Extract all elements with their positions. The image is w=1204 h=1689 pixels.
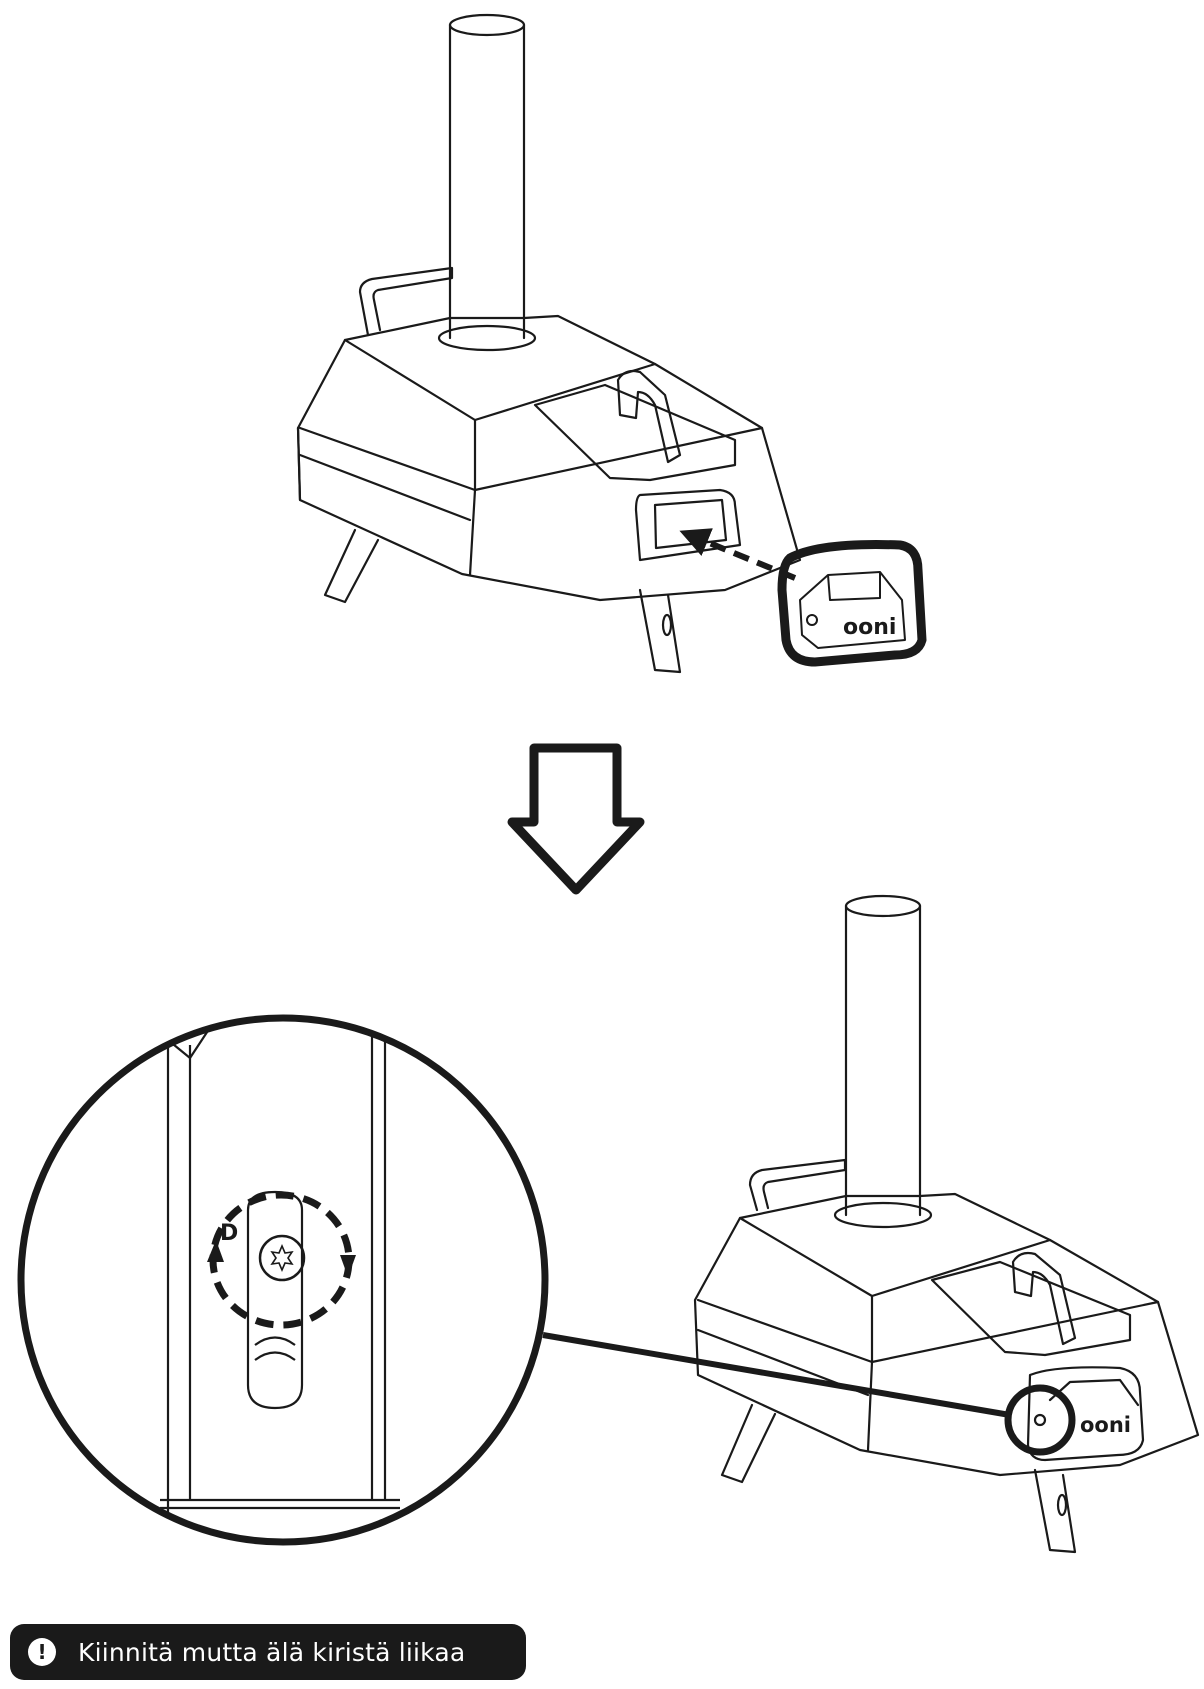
torx-star-icon	[270, 1243, 294, 1273]
rotate-right-arrow-icon	[340, 1255, 356, 1277]
bottom-lid-handle	[1011, 1251, 1077, 1346]
bottom-lid	[930, 1260, 1132, 1357]
detail-magnifier: D	[17, 1014, 549, 1546]
top-rear-handle	[358, 266, 454, 337]
top-lid-handle	[616, 369, 682, 464]
bottom-cap-logo: ooni	[1080, 1413, 1131, 1437]
top-lid	[533, 383, 737, 482]
top-left-leg	[323, 528, 380, 604]
bottom-rear-handle	[748, 1158, 847, 1212]
rotation-label: D	[220, 1221, 238, 1246]
callout-leader-line	[542, 1332, 1011, 1418]
bottom-installed-cap	[1026, 1366, 1145, 1462]
torx-screw	[258, 1234, 306, 1282]
screw-highlight-circle	[1004, 1384, 1076, 1456]
top-chimney	[437, 13, 537, 352]
exclamation-icon: !	[28, 1638, 56, 1666]
top-cap-part: ooni	[777, 540, 927, 667]
rotation-indicator	[209, 1191, 353, 1329]
bottom-left-leg	[720, 1403, 777, 1484]
warning-text: Kiinnitä mutta älä kiristä liikaa	[78, 1637, 466, 1667]
top-cap-logo: ooni	[843, 615, 896, 640]
bottom-chimney	[833, 894, 933, 1229]
warning-banner: ! Kiinnitä mutta älä kiristä liikaa	[10, 1624, 526, 1680]
top-oven-illustration	[296, 13, 802, 674]
bottom-oven-illustration	[693, 894, 1200, 1554]
insertion-arrow	[679, 528, 797, 581]
down-arrow-icon	[507, 743, 645, 895]
top-right-leg	[638, 588, 682, 674]
bottom-right-leg	[1033, 1468, 1077, 1554]
rotate-left-arrow-icon	[207, 1240, 224, 1262]
top-front-opening	[634, 488, 742, 562]
